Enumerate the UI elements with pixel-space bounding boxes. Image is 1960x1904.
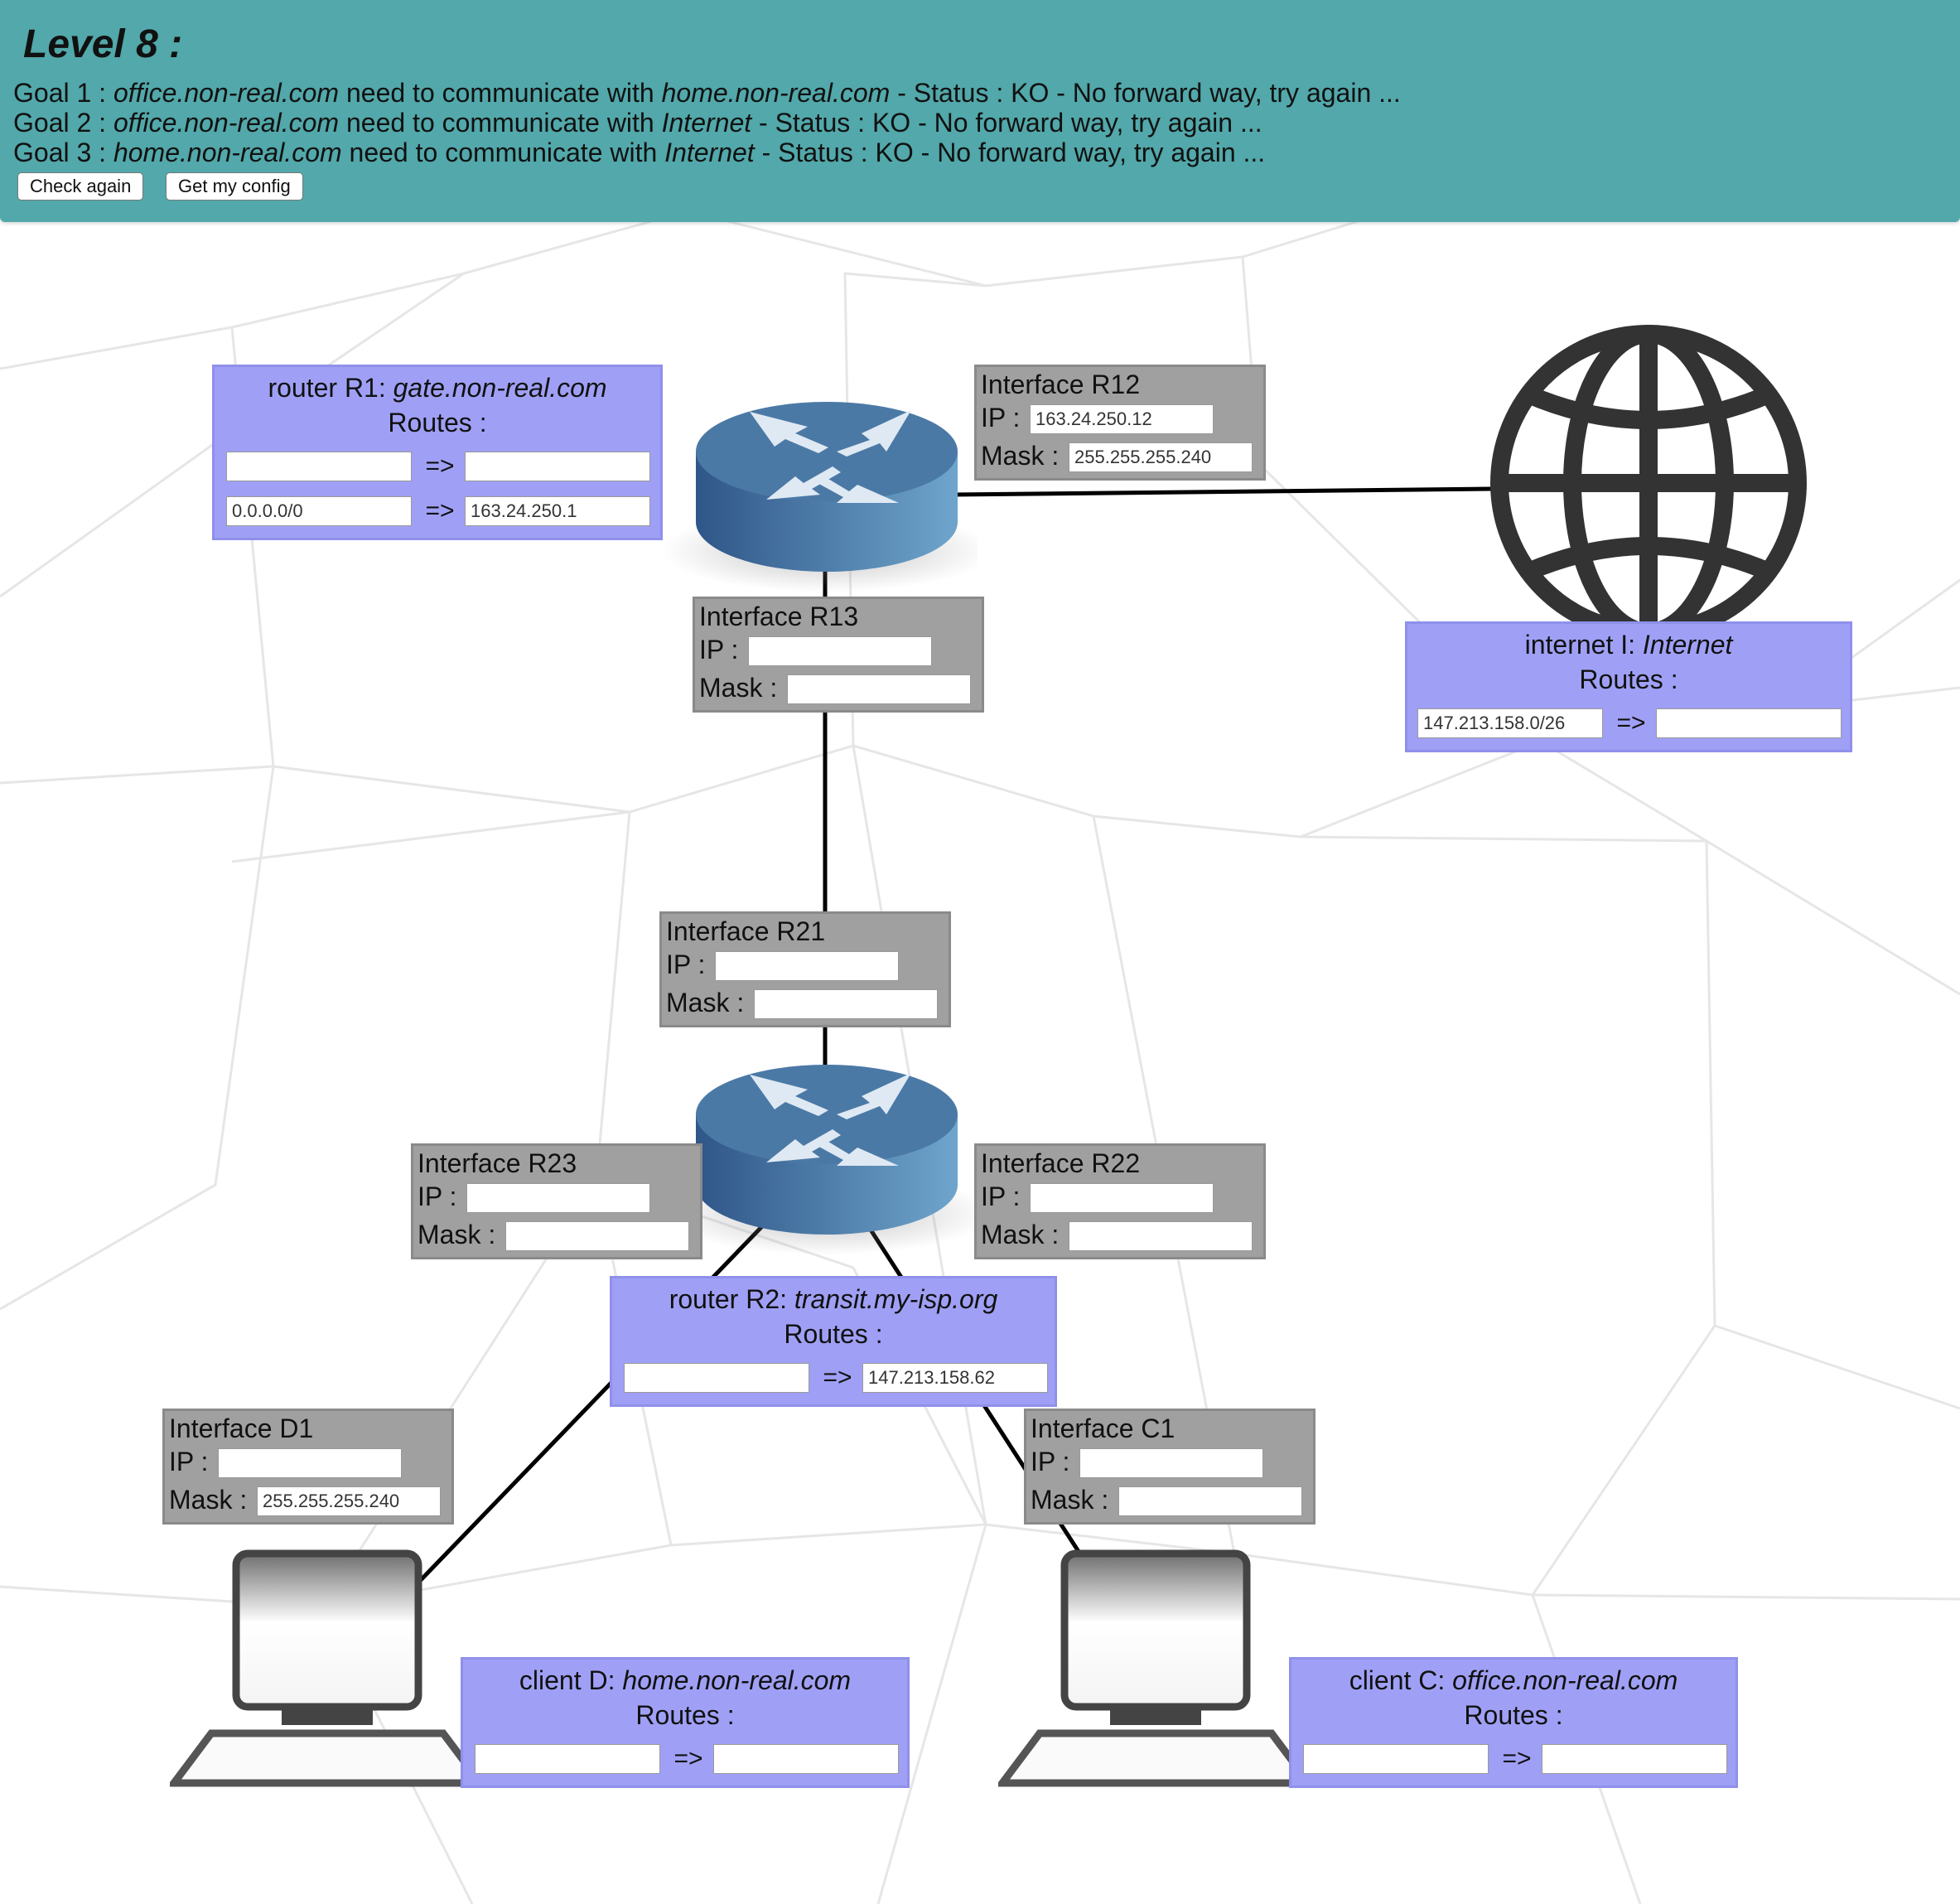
route-arrow: => (425, 452, 455, 480)
interface-r12-ip-input[interactable] (1030, 404, 1214, 434)
ip-label: IP : (981, 1182, 1021, 1211)
node-title: internet I: Internet (1524, 630, 1733, 660)
interface-r12-mask-input[interactable] (1069, 442, 1253, 472)
interface-r13-ip-input[interactable] (748, 636, 932, 666)
client-d-panel: client D: home.non-real.com Routes : => (461, 1657, 910, 1788)
route-arrow: => (1502, 1745, 1532, 1772)
router-icon (663, 402, 978, 592)
routes-label: Routes : (388, 408, 487, 437)
node-title: router R1: gate.non-real.com (268, 373, 607, 403)
ip-label: IP : (666, 950, 706, 979)
check-again-button[interactable]: Check again (17, 172, 144, 201)
interface-title: Interface D1 (169, 1414, 314, 1443)
interface-r22-mask-input[interactable] (1069, 1221, 1253, 1251)
internet-route-1-next-input[interactable] (1656, 708, 1842, 738)
r1-route-2-dest-input[interactable] (226, 496, 412, 526)
interface-r22-ip-input[interactable] (1030, 1183, 1214, 1213)
internet-route-1-dest-input[interactable] (1417, 708, 1603, 738)
c-route-1-dest-input[interactable] (1303, 1744, 1489, 1774)
route-arrow: => (425, 497, 455, 524)
route-arrow: => (823, 1364, 852, 1391)
interface-r12: Interface R12 IP : Mask : (974, 365, 1266, 481)
interface-d1-mask-input[interactable] (257, 1486, 441, 1516)
client-c-panel: client C: office.non-real.com Routes : =… (1289, 1657, 1738, 1788)
link-r1-internet (952, 486, 1492, 497)
interface-r21-mask-input[interactable] (754, 989, 938, 1019)
route-arrow: => (1616, 709, 1646, 737)
goal-3: Goal 3 : home.non-real.com need to commu… (13, 138, 1266, 167)
router-r2-panel: router R2: transit.my-isp.org Routes : =… (610, 1276, 1057, 1407)
mask-label: Mask : (169, 1485, 248, 1515)
c-route-1-next-input[interactable] (1542, 1744, 1727, 1774)
computer-icon (998, 1549, 1313, 1787)
routes-label: Routes : (784, 1319, 883, 1349)
interface-title: Interface R23 (418, 1148, 577, 1178)
interface-d1: Interface D1 IP : Mask : (162, 1409, 454, 1525)
interface-c1-ip-input[interactable] (1079, 1448, 1263, 1478)
mask-label: Mask : (981, 441, 1060, 471)
interface-r13-mask-input[interactable] (787, 674, 971, 704)
get-config-button[interactable]: Get my config (166, 172, 303, 201)
interface-title: Interface C1 (1031, 1414, 1176, 1443)
mask-label: Mask : (1031, 1485, 1109, 1515)
routes-label: Routes : (635, 1700, 735, 1730)
r1-route-1-dest-input[interactable] (226, 452, 412, 481)
interface-r23: Interface R23 IP : Mask : (411, 1143, 702, 1259)
interface-r21-ip-input[interactable] (715, 951, 899, 981)
interface-c1-mask-input[interactable] (1118, 1486, 1302, 1516)
interface-r23-ip-input[interactable] (466, 1183, 650, 1213)
interface-d1-ip-input[interactable] (218, 1448, 402, 1478)
interface-r23-mask-input[interactable] (505, 1221, 689, 1251)
goal-1: Goal 1 : office.non-real.com need to com… (13, 78, 1401, 108)
interface-title: Interface R22 (981, 1148, 1141, 1178)
interface-title: Interface R13 (699, 602, 859, 631)
node-title: router R2: transit.my-isp.org (669, 1284, 998, 1314)
ip-label: IP : (418, 1182, 457, 1211)
r2-route-1-dest-input[interactable] (624, 1363, 809, 1393)
routes-label: Routes : (1579, 664, 1678, 694)
internet-panel: internet I: Internet Routes : => (1405, 621, 1852, 752)
ip-label: IP : (699, 635, 739, 664)
interface-r21: Interface R21 IP : Mask : (659, 911, 951, 1027)
interface-r13: Interface R13 IP : Mask : (693, 597, 984, 713)
ip-label: IP : (981, 403, 1021, 433)
interface-title: Interface R21 (666, 916, 826, 946)
ip-label: IP : (169, 1447, 209, 1476)
node-title: client C: office.non-real.com (1349, 1665, 1678, 1695)
r1-route-2-next-input[interactable] (465, 496, 650, 526)
header-panel: Level 8 : Goal 1 : office.non-real.com n… (0, 0, 1960, 222)
r2-route-1-next-input[interactable] (862, 1363, 1048, 1393)
router-icon (663, 1065, 978, 1255)
interface-r22: Interface R22 IP : Mask : (974, 1143, 1266, 1259)
globe-icon (1490, 325, 1807, 641)
computer-icon (170, 1549, 485, 1787)
routes-label: Routes : (1464, 1700, 1563, 1730)
mask-label: Mask : (666, 988, 745, 1017)
d-route-1-dest-input[interactable] (475, 1744, 660, 1774)
level-title: Level 8 : (23, 22, 183, 66)
interface-c1: Interface C1 IP : Mask : (1024, 1409, 1316, 1525)
mask-label: Mask : (699, 673, 778, 703)
mask-label: Mask : (418, 1220, 496, 1249)
goal-2: Goal 2 : office.non-real.com need to com… (13, 108, 1262, 138)
route-arrow: => (673, 1745, 703, 1772)
router-r1-panel: router R1: gate.non-real.com Routes : =>… (212, 365, 663, 540)
mask-label: Mask : (981, 1220, 1060, 1249)
interface-title: Interface R12 (981, 370, 1141, 399)
d-route-1-next-input[interactable] (713, 1744, 899, 1774)
r1-route-1-next-input[interactable] (465, 452, 650, 481)
ip-label: IP : (1031, 1447, 1070, 1476)
node-title: client D: home.non-real.com (519, 1665, 852, 1695)
